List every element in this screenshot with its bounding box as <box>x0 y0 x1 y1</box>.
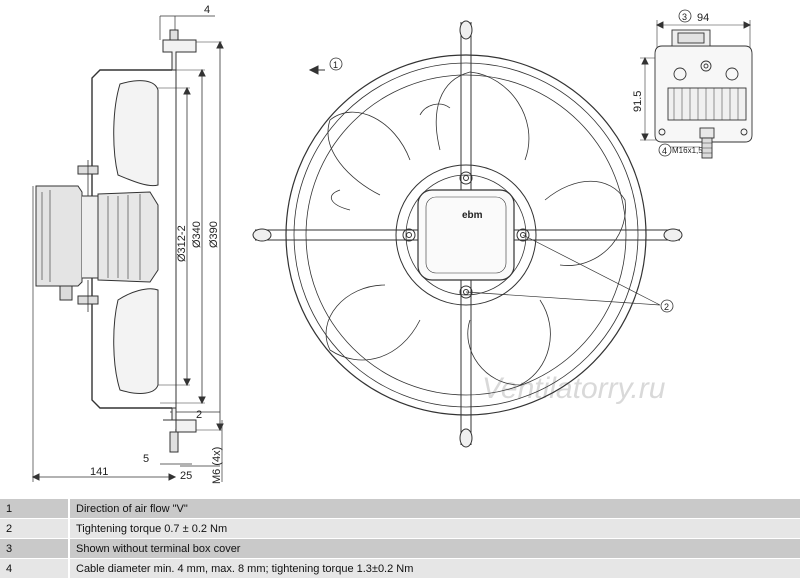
dim-offset-2: 2 <box>196 409 202 421</box>
legend-number: 4 <box>0 558 70 579</box>
legend-text: Shown without terminal box cover <box>69 538 800 559</box>
dim-thread-m6: M6 (4x) <box>211 447 223 484</box>
legend-text: Tightening torque 0.7 ± 0.2 Nm <box>69 518 800 539</box>
svg-text:1: 1 <box>333 60 338 70</box>
legend-row: 3 Shown without terminal box cover <box>0 538 800 559</box>
dim-box-width-94: 94 <box>697 12 709 24</box>
terminal-box-detail <box>640 20 753 159</box>
dim-offset-5: 5 <box>143 453 149 465</box>
dim-diameter-390: Ø390 <box>208 221 220 248</box>
legend-number: 1 <box>0 499 70 519</box>
legend-row: 4 Cable diameter min. 4 mm, max. 8 mm; t… <box>0 558 800 579</box>
dim-top-offset: 4 <box>204 4 210 16</box>
dim-depth-141: 141 <box>90 466 108 478</box>
svg-text:3: 3 <box>682 12 687 22</box>
side-view <box>31 15 224 482</box>
technical-drawing: Ventilatorry.ru <box>31 4 753 484</box>
front-view <box>252 20 683 448</box>
callout-1: 1 <box>329 57 343 71</box>
legend-number: 3 <box>0 538 70 559</box>
svg-text:4: 4 <box>662 146 667 156</box>
legend-table: 1 Direction of air flow "V" 2 Tightening… <box>0 499 800 579</box>
dim-box-height-91-5: 91.5 <box>632 91 644 112</box>
callout-3: 3 <box>678 9 692 23</box>
callout-4: 4 <box>658 143 672 157</box>
callout-2: 2 <box>660 299 674 313</box>
dim-diameter-340: Ø340 <box>191 221 203 248</box>
dim-offset-25: 25 <box>180 470 192 482</box>
watermark: Ventilatorry.ru <box>482 372 666 405</box>
legend-text: Cable diameter min. 4 mm, max. 8 mm; tig… <box>69 558 800 579</box>
logo-ebm: ebm <box>462 210 483 221</box>
legend-row: 2 Tightening torque 0.7 ± 0.2 Nm <box>0 518 800 539</box>
legend-text: Direction of air flow "V" <box>69 499 800 519</box>
legend-row: 1 Direction of air flow "V" <box>0 499 800 519</box>
dim-gland-m16: M16x1,5 <box>672 146 703 155</box>
svg-text:2: 2 <box>664 302 669 312</box>
dim-diameter-312: Ø312-2 <box>176 225 188 262</box>
legend-number: 2 <box>0 518 70 539</box>
